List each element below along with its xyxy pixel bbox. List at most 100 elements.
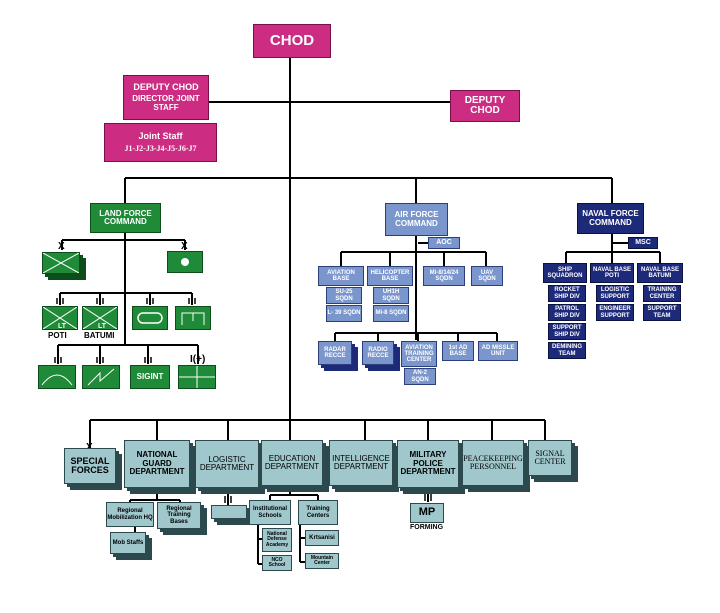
- engineer-support-box[interactable]: ENGINEER SUPPORT: [596, 304, 634, 321]
- krtsanisi-label: Krtsanisi: [309, 534, 335, 541]
- uav-sqdn-box[interactable]: UAV SQDN: [471, 266, 503, 286]
- support-ship-label: SUPPORT SHIP DIV: [552, 325, 582, 338]
- military-police-department-box[interactable]: MILITARY POLICE DEPARTMENT: [397, 440, 459, 488]
- naval-base-poti-box[interactable]: NAVAL BASE POTI: [590, 263, 634, 283]
- joint-staff-label: Joint Staff: [138, 131, 183, 142]
- dot-icon: [181, 258, 189, 266]
- chod-label: CHOD: [269, 32, 315, 50]
- tank-battalion-symbol[interactable]: [132, 306, 168, 330]
- infantry-brigade-symbol[interactable]: [42, 252, 80, 274]
- director-joint-staff-label: DIRECTOR JOINT STAFF: [132, 94, 200, 112]
- patrol-ship-div-box[interactable]: PATROL SHIP DIV: [548, 304, 586, 321]
- joint-staff-box[interactable]: Joint Staff J1-J2-J3-J4-J5-J6-J7: [104, 123, 217, 162]
- mp-label: MP: [418, 506, 436, 519]
- helicopter-base-box[interactable]: HELICOPTER BASE: [367, 266, 413, 286]
- mp-box[interactable]: MP: [410, 503, 444, 523]
- helicopter-base-label: HELICOPTER BASE: [370, 269, 410, 282]
- military-police-label: MILITARY POLICE DEPARTMENT: [400, 450, 456, 477]
- mi8-sqdn-box[interactable]: Mi-8 SQDN: [373, 305, 409, 322]
- signal-battalion-symbol[interactable]: [82, 365, 120, 389]
- ad-missile-label: AD MISSLE UNIT: [481, 344, 515, 357]
- signal-center-box[interactable]: SIGNAL CENTER: [528, 440, 572, 476]
- msc-box[interactable]: MSC: [628, 237, 658, 249]
- svg-text:X: X: [181, 241, 188, 252]
- radio-recce-box[interactable]: RADIO RECCE: [362, 341, 394, 365]
- regional-mobilization-label: Regional Mobilization HQ: [107, 508, 153, 521]
- regional-mobilization-hq-box[interactable]: Regional Mobilization HQ: [106, 502, 154, 527]
- mi8-label: Mi-8 SQDN: [375, 310, 407, 317]
- training-centers-box[interactable]: Training Centers: [298, 500, 338, 525]
- peacekeeping-label: PEACEKEEPING PERSONNEL: [463, 453, 523, 471]
- lt-battalion-batumi[interactable]: LT: [82, 306, 118, 330]
- radio-recce-label: RADIO RECCE: [367, 346, 389, 359]
- crossed-lines-icon: LT: [83, 307, 117, 329]
- special-forces-label: SPECIAL FORCES: [70, 455, 110, 475]
- nco-school-box[interactable]: NCO School: [262, 555, 292, 571]
- logistic-support-box[interactable]: LOGISTIC SUPPORT: [596, 285, 634, 302]
- an2-sqdn-box[interactable]: AN-2 SQDN: [404, 368, 436, 385]
- education-department-box[interactable]: EDUCATION DEPARTMENT: [261, 440, 323, 486]
- su25-sqdn-box[interactable]: SU-25 SQDN: [326, 287, 362, 304]
- rocket-ship-label: ROCKET SHIP DIV: [554, 287, 580, 300]
- mountain-center-box[interactable]: Mountain Center: [305, 553, 339, 569]
- krtsanisi-box[interactable]: Krtsanisi: [305, 530, 339, 546]
- national-guard-department-box[interactable]: NATIONAL GUARD DEPARTMENT: [124, 440, 190, 488]
- ad-base-box[interactable]: 1st AD BASE: [442, 341, 474, 361]
- mi-sqdn-box[interactable]: Mi-8/14/24 SQDN: [423, 266, 465, 286]
- intelligence-department-box[interactable]: INTELLIGENCE DEPARTMENT: [329, 440, 393, 486]
- ad-missile-unit-box[interactable]: AD MISSLE UNIT: [478, 341, 518, 361]
- forming-label: FORMING: [410, 524, 444, 531]
- ship-squadron-box[interactable]: SHIP SQUADRON: [543, 263, 587, 283]
- uh1h-sqdn-box[interactable]: UH1H SQDN: [373, 287, 409, 304]
- support-ship-div-box[interactable]: SUPPORT SHIP DIV: [548, 323, 586, 340]
- mi-label: Mi-8/14/24 SQDN: [429, 269, 459, 282]
- national-defense-academy-label: National Defense Academy: [265, 531, 289, 548]
- naval-base-batumi-box[interactable]: NAVAL BASE BATUMI: [637, 263, 683, 283]
- education-department-label: EDUCATION DEPARTMENT: [264, 453, 320, 471]
- joint-staff-codes: J1-J2-J3-J4-J5-J6-J7: [124, 143, 197, 153]
- engineer-battalion-symbol[interactable]: [175, 306, 211, 330]
- demining-team-box[interactable]: DEMINING TEAM: [548, 342, 586, 359]
- air-force-command-box[interactable]: AIR FORCE COMMAND: [385, 203, 448, 236]
- rocket-ship-div-box[interactable]: ROCKET SHIP DIV: [548, 285, 586, 302]
- logistic-unit-box[interactable]: [211, 505, 247, 519]
- engineer-support-label: ENGINEER SUPPORT: [599, 306, 631, 319]
- training-center-box[interactable]: TRAINING CENTER: [643, 285, 681, 302]
- chod-box[interactable]: CHOD: [253, 24, 331, 58]
- air-defense-battalion-symbol[interactable]: [38, 365, 76, 389]
- deputy-chod-director-box[interactable]: DEPUTY CHOD DIRECTOR JOINT STAFF: [123, 75, 209, 120]
- training-center-label: TRAINING CENTER: [647, 287, 677, 300]
- support-team-box[interactable]: SUPPORT TEAM: [643, 304, 681, 321]
- logistic-department-box[interactable]: LOGISTIC DEPARTMENT: [195, 440, 259, 488]
- lt-battalion-poti[interactable]: LT: [42, 306, 78, 330]
- mob-staffs-box[interactable]: Mob Staffs: [110, 532, 146, 554]
- artillery-brigade-symbol[interactable]: [167, 251, 203, 273]
- svg-text:LT: LT: [58, 323, 67, 329]
- svg-text:X: X: [58, 241, 65, 252]
- aviation-training-center-box[interactable]: AVIATION TRAINING CENTER: [401, 341, 437, 367]
- aoc-box[interactable]: AOC: [428, 237, 460, 249]
- logistic-support-label: LOGISTIC SUPPORT: [600, 287, 630, 300]
- special-forces-box[interactable]: SPECIAL FORCES: [64, 448, 116, 484]
- land-force-command-box[interactable]: LAND FORCE COMMAND: [90, 203, 161, 233]
- mob-staffs-label: Mob Staffs: [112, 539, 144, 546]
- medical-company-symbol[interactable]: [178, 365, 216, 389]
- naval-force-command-box[interactable]: NAVAL FORCE COMMAND: [577, 203, 644, 234]
- uh1h-label: UH1H SQDN: [382, 289, 400, 302]
- l39-sqdn-box[interactable]: L- 39 SQDN: [326, 305, 362, 322]
- peacekeeping-personnel-box[interactable]: PEACEKEEPING PERSONNEL: [462, 440, 524, 486]
- national-defense-academy-box[interactable]: National Defense Academy: [262, 528, 292, 552]
- sigint-box[interactable]: SIGINT: [130, 365, 170, 389]
- aviation-base-box[interactable]: AVIATION BASE: [318, 266, 364, 286]
- institutional-schools-box[interactable]: Institutional Schools: [249, 500, 291, 525]
- regional-training-bases-box[interactable]: Regional Training Bases: [157, 502, 201, 529]
- sigint-label: SIGINT: [136, 371, 164, 381]
- regional-training-label: Regional Training Bases: [166, 506, 192, 525]
- deputy-chod-box[interactable]: DEPUTY CHOD: [450, 90, 520, 122]
- svg-text:LT: LT: [98, 323, 107, 329]
- radar-recce-box[interactable]: RADAR RECCE: [318, 341, 352, 365]
- institutional-schools-label: Institutional Schools: [253, 506, 287, 519]
- radar-recce-label: RADAR RECCE: [324, 346, 346, 359]
- lightning-icon: [87, 368, 115, 386]
